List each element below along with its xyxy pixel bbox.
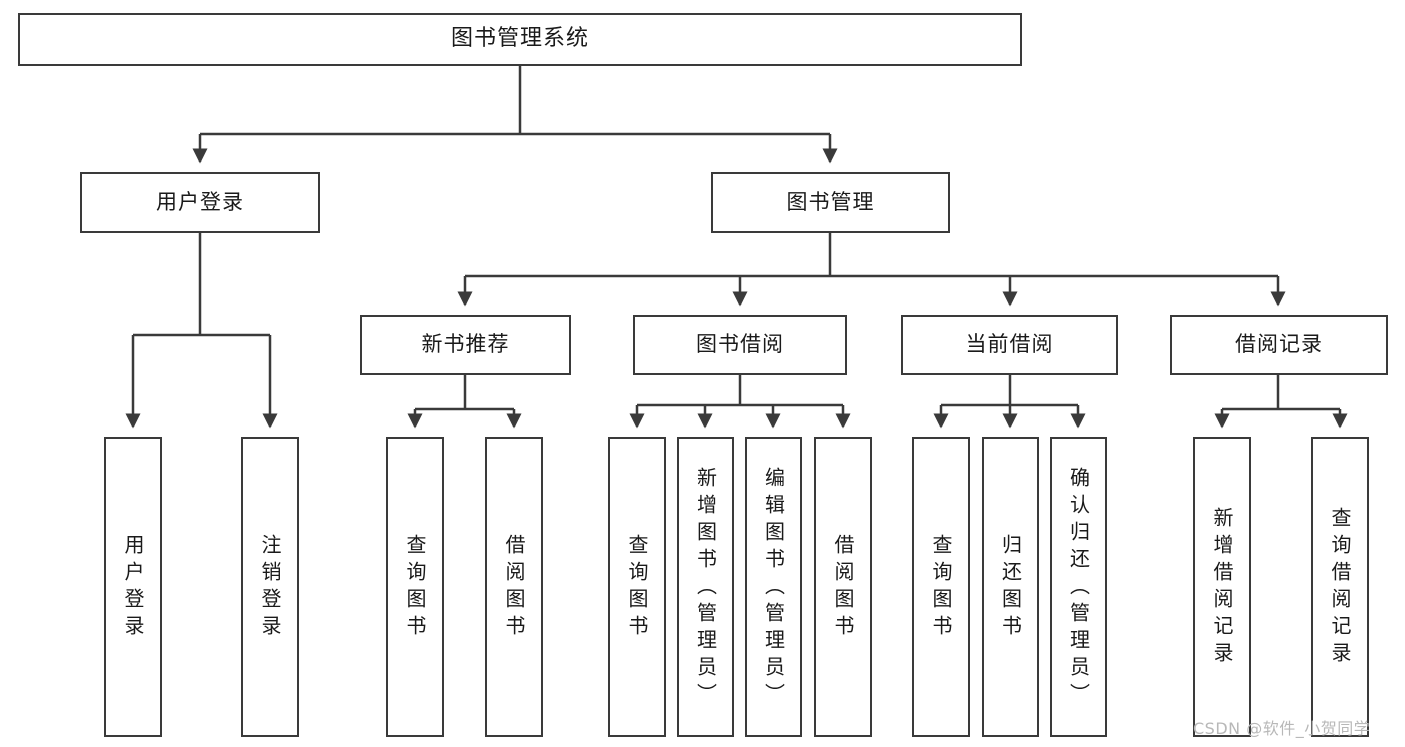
node-label: 编辑图书（管理员） xyxy=(761,466,786,710)
node-new-book-recommend[interactable]: 新书推荐 xyxy=(360,315,571,375)
node-label: 新增借阅记录 xyxy=(1210,507,1234,669)
node-user-login[interactable]: 用户登录 xyxy=(80,172,320,233)
node-book-management[interactable]: 图书管理 xyxy=(711,172,950,233)
node-label: 归还图书 xyxy=(998,534,1023,642)
node-label: 注销登录 xyxy=(258,534,282,642)
csdn-watermark: CSDN @软件_小贺同学 xyxy=(1193,719,1371,738)
node-label: 借阅图书 xyxy=(502,534,526,642)
node-borrow-record[interactable]: 借阅记录 xyxy=(1170,315,1388,375)
node-label: 新书推荐 xyxy=(421,332,510,357)
node-label: 借阅记录 xyxy=(1235,332,1323,357)
leaf-recommend-query-book[interactable]: 查询图书 xyxy=(386,437,444,737)
leaf-recommend-borrow-book[interactable]: 借阅图书 xyxy=(485,437,543,737)
node-label: 确认归还（管理员） xyxy=(1066,466,1091,710)
leaf-borrow-add-book-admin[interactable]: 新增图书（管理员） xyxy=(677,437,734,737)
node-label: 用户登录 xyxy=(121,534,145,642)
leaf-user-login-signout[interactable]: 注销登录 xyxy=(241,437,299,737)
leaf-borrow-query-book[interactable]: 查询图书 xyxy=(608,437,666,737)
node-label: 图书管理 xyxy=(786,189,875,214)
leaf-current-query-book[interactable]: 查询图书 xyxy=(912,437,970,737)
node-book-borrow[interactable]: 图书借阅 xyxy=(633,315,847,375)
node-label: 查询图书 xyxy=(929,534,953,642)
node-label: 查询图书 xyxy=(403,534,427,642)
leaf-borrow-borrow-book[interactable]: 借阅图书 xyxy=(814,437,872,737)
node-root-system[interactable]: 图书管理系统 xyxy=(18,13,1022,66)
leaf-borrow-edit-book-admin[interactable]: 编辑图书（管理员） xyxy=(745,437,802,737)
node-label: 图书借阅 xyxy=(696,332,784,357)
leaf-current-confirm-return-admin[interactable]: 确认归还（管理员） xyxy=(1050,437,1107,737)
node-current-borrow[interactable]: 当前借阅 xyxy=(901,315,1118,375)
node-label: 借阅图书 xyxy=(831,534,855,642)
node-label: 用户登录 xyxy=(156,189,244,214)
leaf-record-add-record[interactable]: 新增借阅记录 xyxy=(1193,437,1251,737)
node-label: 查询图书 xyxy=(625,534,649,642)
node-label: 新增图书（管理员） xyxy=(693,466,718,710)
leaf-user-login-signin[interactable]: 用户登录 xyxy=(104,437,162,737)
node-label: 图书管理系统 xyxy=(450,26,589,52)
leaf-current-return-book[interactable]: 归还图书 xyxy=(982,437,1039,737)
leaf-record-query-record[interactable]: 查询借阅记录 xyxy=(1311,437,1369,737)
node-label: 当前借阅 xyxy=(965,332,1054,357)
node-label: 查询借阅记录 xyxy=(1328,507,1352,669)
